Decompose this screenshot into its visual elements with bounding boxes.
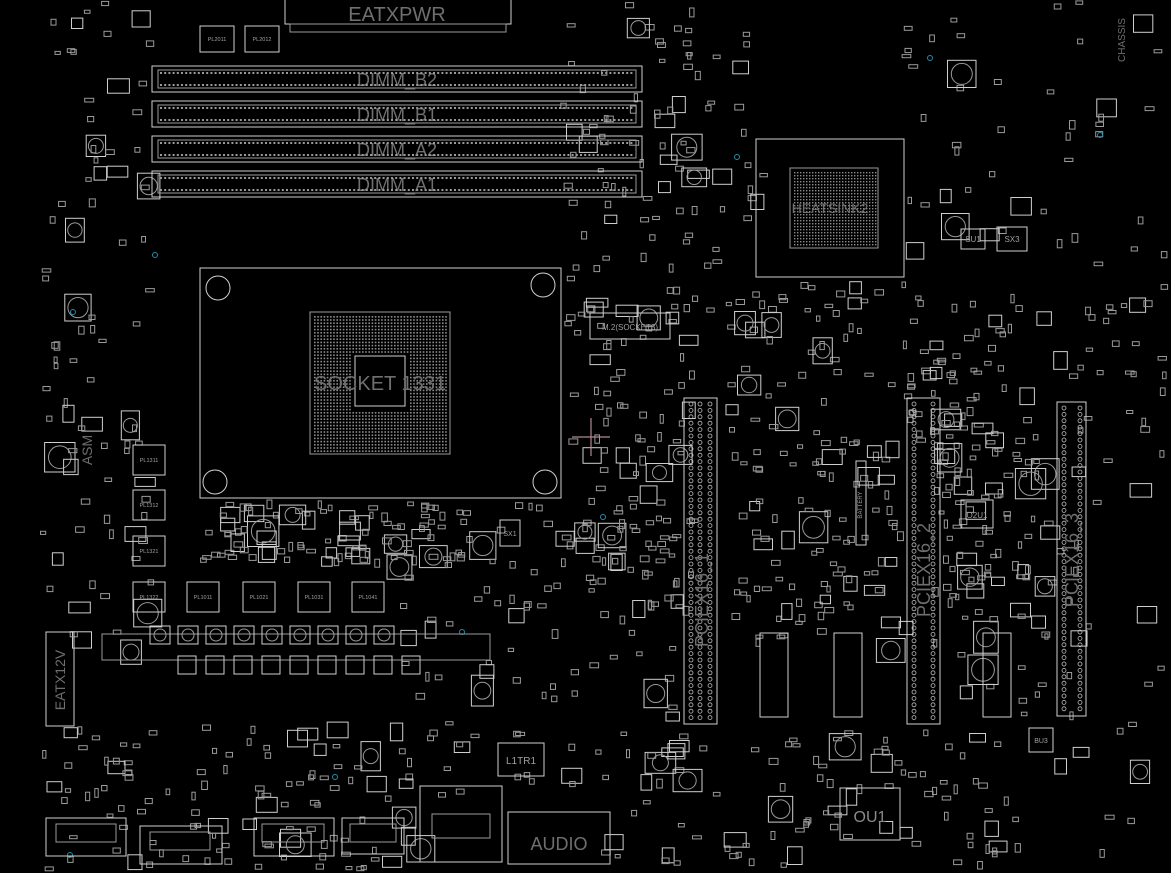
- rear-io-port-4[interactable]: [341, 817, 405, 855]
- rear-io-port-1[interactable]: [45, 817, 127, 857]
- choke-pl2011: PL2011: [199, 25, 235, 53]
- chassis-label-group: CHASSIS: [1117, 18, 1128, 62]
- pcie-x16-slot-2[interactable]: PCIEX16_2: [906, 397, 941, 725]
- asm-label-group: ASM: [79, 435, 95, 465]
- pciex16-3-label: PCIEX16_3: [1062, 513, 1083, 607]
- pciex16-2-label: PCIEX16_2: [914, 523, 935, 617]
- vrm-choke-pl1041: PL1041: [351, 581, 385, 613]
- chip-sx3: SX3: [996, 226, 1028, 252]
- rear-io-port-3[interactable]: [253, 817, 335, 857]
- pciex16-1-label: PCIEX16_1: [692, 553, 713, 647]
- chip-bu3: BU3: [1028, 727, 1054, 753]
- dimm-slot-a1[interactable]: DIMM_A1: [151, 170, 643, 198]
- pl1312-label: PL1312: [140, 503, 159, 509]
- vrm-capacitors: [149, 625, 421, 675]
- pl2012-label: PL2012: [253, 37, 272, 43]
- vrm-choke-pl1311: PL1311: [132, 444, 166, 476]
- chassis-label: CHASSIS: [1117, 18, 1128, 62]
- l1tr1-label: L1TR1: [506, 756, 536, 767]
- eatx12v-connector[interactable]: EATX12V: [45, 631, 75, 727]
- vrm-choke-pl1321: PL1321: [132, 535, 166, 567]
- socket-label: SOCKET 1331: [314, 373, 446, 395]
- dimm-slot-b1[interactable]: DIMM_B1: [151, 100, 643, 128]
- vrm-heatsink-outline: [101, 625, 491, 675]
- pcie1-pins: [688, 401, 713, 720]
- vrm-choke-pl1031: PL1031: [297, 581, 331, 613]
- eatx12v-label: EATX12V: [52, 649, 68, 710]
- cursor-crosshair: [572, 418, 610, 456]
- pl1322-label: PL1322: [140, 595, 159, 601]
- crystal-sx1: SX1: [499, 519, 521, 547]
- pcie2-pins: [911, 401, 936, 720]
- m2-socket[interactable]: M.2(SOCKET3): [589, 312, 671, 340]
- vrm-choke-pl1021: PL1021: [242, 581, 276, 613]
- lan-transformer: L1TR1: [497, 742, 545, 777]
- chipset-heatsink[interactable]: HEATSINK2: [755, 138, 905, 278]
- chip-su1: SU1: [960, 228, 986, 250]
- chip-o2u1: O2U1: [960, 499, 994, 529]
- vrm-choke-pl1011: PL1011: [186, 581, 220, 613]
- m2-label: M.2(SOCKET3): [602, 323, 658, 332]
- pcie3-pins: [1061, 405, 1083, 712]
- ou1-label: OU1: [854, 809, 887, 826]
- vrm-choke-pl1312: PL1312: [132, 489, 166, 521]
- choke-pl2012: PL2012: [244, 25, 280, 53]
- chip-ou1: OU1: [839, 787, 901, 841]
- eatxpwr-label: EATXPWR: [348, 4, 445, 26]
- pl1321-label: PL1321: [140, 549, 159, 555]
- pcie-x1-slot-c[interactable]: [982, 632, 1012, 718]
- dimm-slot-a2[interactable]: DIMM_A2: [151, 135, 643, 163]
- pcie-x16-slot-3[interactable]: PCIEX16_3: [1056, 401, 1087, 717]
- chipset-pin-grid: [794, 172, 877, 246]
- pl1011-label: PL1011: [194, 595, 213, 601]
- su1-label: SU1: [965, 235, 981, 244]
- heatsink-label: HEATSINK2: [792, 200, 869, 216]
- vrm-choke-pl1322: PL1322: [132, 581, 166, 613]
- sx3-label: SX3: [1004, 235, 1020, 244]
- rj45-port[interactable]: [419, 785, 503, 863]
- pl1311-label: PL1311: [140, 458, 159, 464]
- pl1021-label: PL1021: [250, 595, 269, 601]
- pcie-x1-slot-a[interactable]: [759, 632, 789, 718]
- pl2011-label: PL2011: [208, 37, 227, 43]
- cpu-socket[interactable]: SOCKET 1331: [199, 267, 562, 499]
- pl1041-label: PL1041: [359, 595, 378, 601]
- pcie-x1-slot-b[interactable]: [833, 632, 863, 718]
- pl1031-label: PL1031: [305, 595, 324, 601]
- sx1-label: SX1: [503, 531, 516, 538]
- audio-label: AUDIO: [530, 834, 587, 854]
- o2u1-label: O2U1: [967, 511, 988, 520]
- eatxpwr-connector[interactable]: EATXPWR: [284, 0, 512, 33]
- dimm-slot-b2[interactable]: DIMM_B2: [151, 65, 643, 93]
- bu3-label: BU3: [1034, 738, 1048, 745]
- smd-components: [40, 0, 1169, 872]
- dimm-pin-rows: [160, 72, 633, 191]
- rear-io-port-2[interactable]: [139, 825, 223, 865]
- battery-label: BATTERY: [858, 491, 864, 518]
- socket-pin-grid: [314, 316, 447, 452]
- audio-header[interactable]: AUDIO: [507, 811, 611, 865]
- asm-label: ASM: [79, 435, 95, 465]
- pcie-x16-slot-1[interactable]: PCIEX16_1: [683, 397, 718, 725]
- battery-holder[interactable]: BATTERY: [855, 460, 867, 546]
